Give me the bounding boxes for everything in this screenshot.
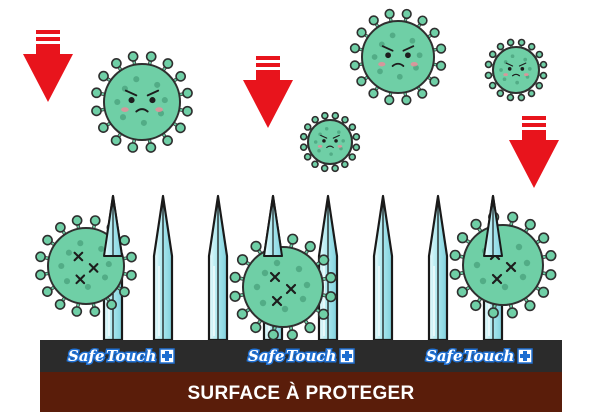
falling-virus bbox=[485, 39, 546, 100]
falling-virus bbox=[301, 113, 360, 172]
down-arrow-icon bbox=[23, 30, 73, 102]
nano-spike bbox=[429, 196, 447, 340]
falling-viruses bbox=[92, 10, 547, 172]
nano-spike bbox=[154, 196, 172, 340]
nano-spike bbox=[374, 196, 392, 340]
svg-text:Safe: Safe bbox=[248, 347, 285, 365]
impaled-virus bbox=[450, 212, 555, 317]
svg-text:Touch: Touch bbox=[464, 347, 514, 365]
svg-text:Touch: Touch bbox=[106, 347, 156, 365]
falling-virus bbox=[351, 10, 446, 105]
nano-spike bbox=[209, 196, 227, 340]
surface-label: SURFACE À PROTEGER bbox=[187, 382, 414, 404]
down-arrow-icon bbox=[509, 116, 559, 188]
falling-virus bbox=[92, 52, 192, 152]
down-arrow-icon bbox=[243, 56, 293, 128]
svg-text:Safe: Safe bbox=[426, 347, 463, 365]
svg-text:Touch: Touch bbox=[286, 347, 336, 365]
svg-text:Safe: Safe bbox=[68, 347, 105, 365]
